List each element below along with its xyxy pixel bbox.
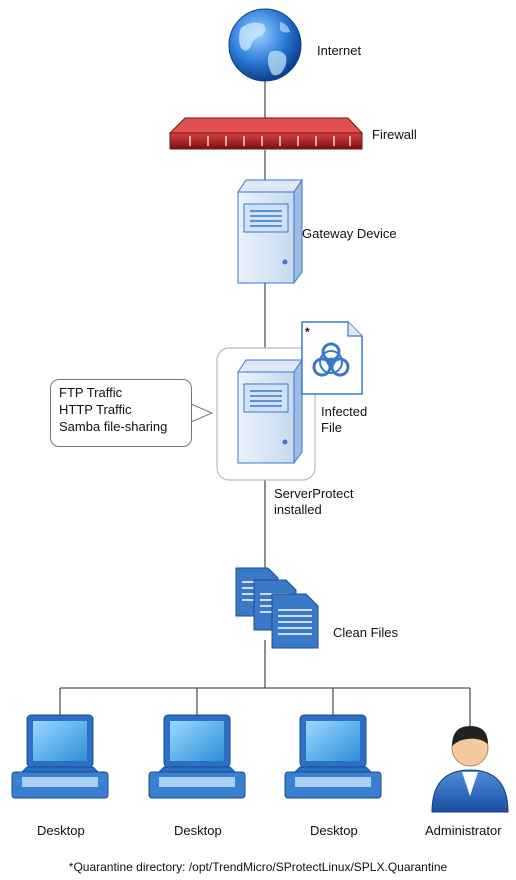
internet-label: Internet [317,43,362,58]
desktop-label-2: Desktop [174,823,222,838]
laptop-icon [11,714,109,799]
protected-server-icon [237,358,303,465]
laptop-icon [284,714,382,799]
infected-asterisk: * [305,325,310,339]
infected-label-line2: File [321,420,342,435]
globe-icon [228,8,302,82]
traffic-item-http: HTTP Traffic [59,402,132,417]
gateway-server-icon [237,178,303,285]
document-icon [271,593,319,649]
infected-file-icon [301,321,363,395]
laptop-icon [148,714,246,799]
traffic-item-ftp: FTP Traffic [59,385,123,400]
person-icon [431,726,509,813]
desktop-label-3: Desktop [310,823,358,838]
infected-label-line1: Infected [321,404,368,419]
biohazard-icon [312,342,350,377]
serverprotect-label-line1: ServerProtect [274,486,354,501]
gateway-device-label: Gateway Device [302,226,397,241]
firewall-icon [168,117,364,150]
firewall-label: Firewall [372,127,417,142]
traffic-callout: FTP Traffic HTTP Traffic Samba file-shar… [50,379,192,447]
serverprotect-frame [216,347,316,481]
serverprotect-label-line2: installed [274,502,322,517]
quarantine-footnote: *Quarantine directory: /opt/TrendMicro/S… [68,860,448,874]
connection-lines [59,80,471,726]
traffic-item-samba: Samba file-sharing [59,419,168,434]
clean-files-icon [235,567,319,649]
administrator-label: Administrator [425,823,502,838]
clean-files-label: Clean Files [333,625,399,640]
callout-tail [190,403,214,423]
desktop-label-1: Desktop [37,823,85,838]
